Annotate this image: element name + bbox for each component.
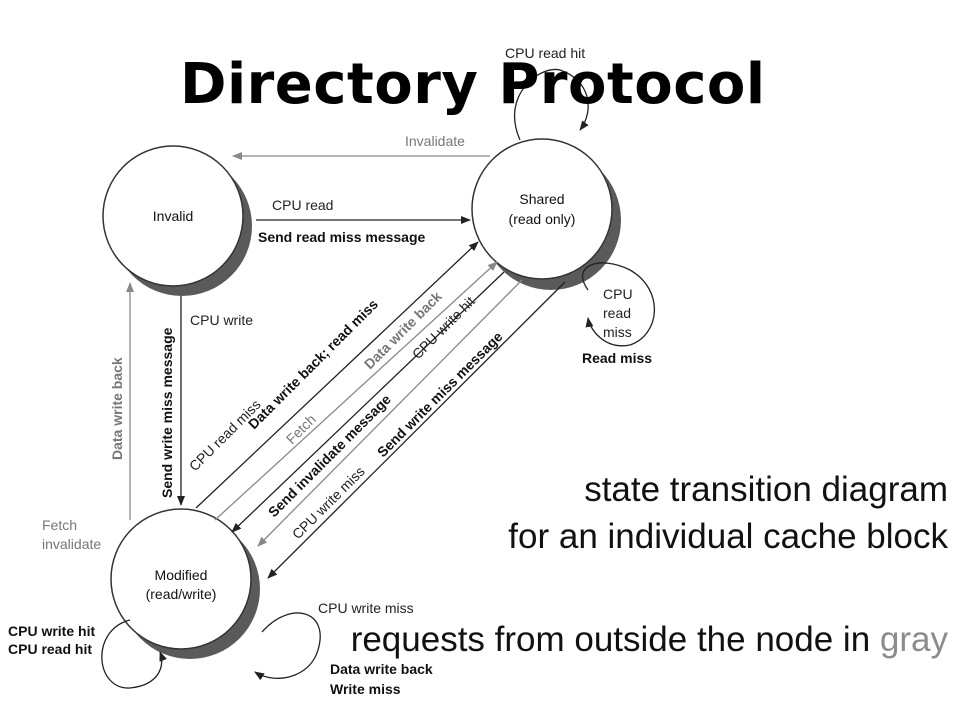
label-cpu-write-hit-left: CPU write hit xyxy=(8,623,95,639)
state-modified-label: Modified xyxy=(155,567,208,583)
state-invalid-label: Invalid xyxy=(153,208,193,224)
arrow-modified-write-miss-loop xyxy=(254,612,321,681)
state-invalid: Invalid xyxy=(102,145,252,296)
arrow-fetch-diag xyxy=(214,261,498,521)
caption-line-3-gray: gray xyxy=(879,620,948,659)
label-invalidate: Invalidate xyxy=(405,133,465,149)
arrow-cpu-write-miss-diag xyxy=(267,281,566,579)
label-fetch-invalidate-2: invalidate xyxy=(42,536,101,552)
label-send-write-miss-vertical: Send write miss message xyxy=(159,327,175,498)
page-title: Directory Protocol xyxy=(180,52,766,117)
caption-line-3: requests from outside the node in gray xyxy=(351,620,948,660)
label-cpu-read-miss: CPU read miss xyxy=(186,396,264,474)
label-data-write-back-bottom: Data write back xyxy=(330,661,433,677)
label-fetch-invalidate-1: Fetch xyxy=(42,517,77,533)
arrow-shared-read-hit xyxy=(513,68,589,141)
arrow-cpu-write-hit-diag xyxy=(231,271,505,533)
label-write-miss-bottom: Write miss xyxy=(330,681,401,697)
arrow-modified-hit-loop xyxy=(101,619,167,689)
state-modified: Modified (read/write) xyxy=(110,508,260,659)
caption-line-3-main: requests from outside the node in xyxy=(350,620,880,659)
label-data-write-back-left: Data write back xyxy=(109,357,125,460)
label-shared-read: read xyxy=(603,305,631,321)
label-shared-cpu: CPU xyxy=(603,286,633,302)
caption-line-2: for an individual cache block xyxy=(508,517,948,556)
state-modified-sublabel: (read/write) xyxy=(146,586,217,602)
state-shared-label: Shared xyxy=(519,191,564,207)
label-send-read-miss: Send read miss message xyxy=(258,229,426,245)
label-cpu-write-miss-bottom: CPU write miss xyxy=(318,600,414,616)
label-cpu-read-hit: CPU read hit xyxy=(505,45,585,61)
state-shared: Shared (read only) xyxy=(471,138,621,290)
arrow-invalidate-diag xyxy=(257,279,523,547)
label-read-miss: Read miss xyxy=(582,350,652,366)
state-shared-sublabel: (read only) xyxy=(509,211,576,227)
label-shared-miss: miss xyxy=(603,324,632,340)
label-cpu-read: CPU read xyxy=(272,197,333,213)
arrow-shared-read-miss-loop xyxy=(581,262,655,347)
label-cpu-write: CPU write xyxy=(190,312,253,328)
label-cpu-read-hit-left: CPU read hit xyxy=(8,641,92,657)
caption-line-1: state transition diagram xyxy=(584,470,948,509)
arrow-cpu-read-miss-diag xyxy=(195,241,479,509)
